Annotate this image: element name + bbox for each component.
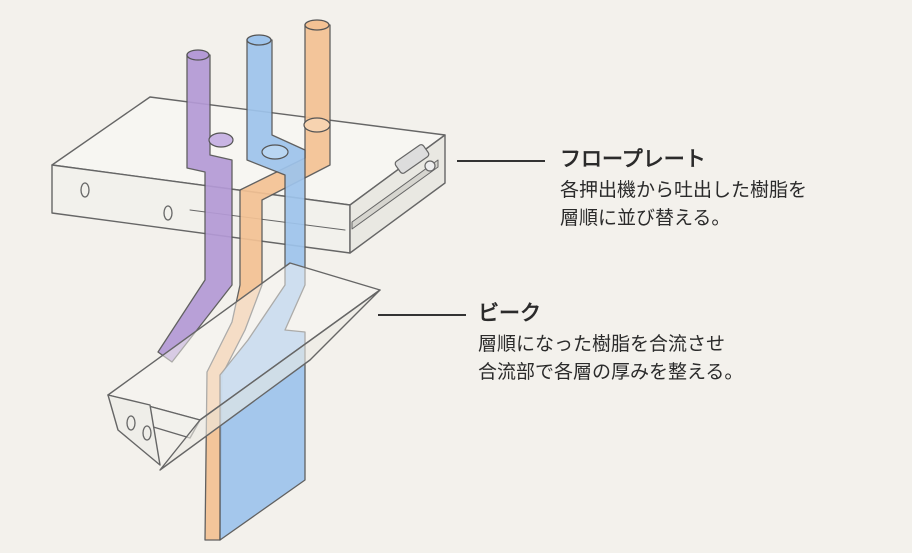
flow-plate-description-line: 各押出機から吐出した樹脂を bbox=[560, 179, 808, 201]
beak-description-line: 合流部で各層の厚みを整える。 bbox=[478, 361, 744, 383]
port-purple bbox=[208, 132, 234, 148]
flow-plate-bolt bbox=[394, 144, 430, 174]
resin-path-blue bbox=[219, 39, 306, 541]
beak-title: ビーク bbox=[478, 301, 541, 325]
flow-plate-title: フロープレート bbox=[560, 147, 706, 171]
beak-leader-line bbox=[378, 314, 466, 316]
pipe-top-purple bbox=[186, 49, 210, 61]
beak-hole bbox=[126, 415, 136, 431]
port-orange bbox=[303, 117, 331, 133]
pipe-top-orange bbox=[304, 19, 330, 31]
flow-plate-callout: フロープレート 各押出機から吐出した樹脂を 層順に並び替える。 bbox=[560, 146, 807, 232]
flow-plate-hole bbox=[80, 182, 90, 198]
pipe-top-blue bbox=[246, 34, 272, 46]
beak-right-face bbox=[159, 289, 381, 471]
flow-plate-leader-line bbox=[457, 160, 545, 162]
flow-plate-description-line: 層順に並び替える。 bbox=[560, 207, 731, 229]
beak-callout: ビーク 層順になった樹脂を合流させ 合流部で各層の厚みを整える。 bbox=[478, 300, 743, 386]
flow-plate-slot bbox=[351, 159, 439, 230]
flow-plate-bolt-head bbox=[424, 160, 436, 172]
beak-description-line: 層順になった樹脂を合流させ bbox=[478, 333, 726, 355]
beak-hole bbox=[142, 425, 152, 441]
port-blue bbox=[261, 144, 289, 160]
flow-plate-hole bbox=[163, 205, 173, 221]
beak-end-face bbox=[107, 394, 161, 466]
